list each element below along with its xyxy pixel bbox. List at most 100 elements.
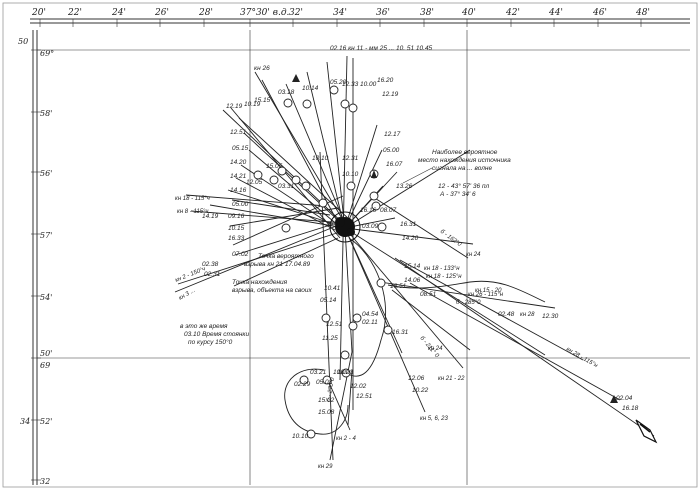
- lat-label: 69: [40, 361, 50, 370]
- annotation: 10.22: [412, 387, 429, 394]
- annotation: 08.07: [380, 207, 397, 214]
- buoy-markers: [292, 74, 618, 403]
- annotation: 16.31: [392, 329, 409, 336]
- annotation: 12.05: [246, 179, 263, 186]
- lat-label: 34: [20, 417, 30, 426]
- annotation: кн 26: [254, 65, 270, 72]
- longitude-ticks: [39, 19, 642, 27]
- annotation: кн 28: [520, 312, 535, 318]
- lon-label: 24': [111, 8, 126, 18]
- lat-label: 56': [40, 169, 52, 178]
- annotation: кн 15 - 20: [475, 288, 502, 294]
- annotation: 03.09: [362, 223, 379, 230]
- note-text: Точка вероятного: [258, 253, 314, 260]
- note-text: взрыва кн 21 17.04.89: [244, 261, 311, 268]
- annotation: 10.15: [228, 225, 245, 232]
- note-text: взрыва, объекта на своих: [232, 286, 312, 294]
- annotation: 10.10: [292, 433, 309, 440]
- note-text: 12 - 43° 57' 36 пл: [438, 182, 490, 190]
- annotation: 07.02: [232, 251, 249, 258]
- annotation: 03.18: [278, 89, 295, 96]
- annotation: 10.19: [244, 101, 261, 108]
- annotation: 12.51: [356, 393, 373, 400]
- annotation: 12.33: [342, 81, 359, 88]
- annotation: 14.21: [230, 173, 247, 180]
- annotation: кн 5, 6, 23: [420, 416, 448, 422]
- annotation: 02.31: [204, 271, 221, 278]
- lat-label: 32: [40, 477, 50, 486]
- annotation: 16.07: [386, 161, 403, 168]
- lon-label: 26': [154, 8, 169, 18]
- annotation: 10.02: [333, 369, 350, 376]
- annotation: 02.16 кн 11 - мм 25 ... 10. 51 10.45: [330, 45, 433, 52]
- annotation: 10.41: [324, 285, 341, 292]
- lat-label: 69°: [40, 49, 54, 58]
- annotation: 16.33: [228, 235, 245, 242]
- lon-label: 20': [31, 8, 46, 18]
- annotation: 05.20: [330, 79, 347, 86]
- annotation: 15.05: [266, 163, 283, 170]
- track-labels: 02.16 кн 11 - мм 25 ... 10. 51 10.45 кн …: [202, 45, 639, 440]
- annotation: 02.48: [498, 311, 515, 318]
- annotation: 15.14: [404, 263, 421, 270]
- note-text: сигнала на ... волне: [432, 165, 492, 172]
- annotation: 02.38: [202, 261, 219, 268]
- annotation: 12.19: [382, 91, 399, 98]
- lon-label: 32': [289, 8, 303, 18]
- annotation: кн 26 - 115°н: [468, 292, 504, 298]
- lat-label: 58': [40, 109, 52, 118]
- lat-label: 50: [18, 37, 28, 46]
- lon-label: 42': [505, 8, 520, 18]
- lon-label: 46': [592, 8, 607, 18]
- annotation: 12.31: [342, 155, 359, 162]
- notes: Наиболее вероятное место нахождения исто…: [180, 148, 511, 346]
- lon-label: 34': [333, 8, 347, 18]
- annotation: 10.03: [337, 369, 354, 376]
- annotation: 05.15: [232, 145, 249, 152]
- annotation: 05.03: [316, 379, 333, 386]
- annotation: 10.00: [360, 81, 377, 88]
- position-markers: [253, 85, 393, 439]
- bearing-text: б - 270°0: [326, 377, 336, 403]
- annotation: 12.17: [384, 131, 401, 138]
- grid-lines: [37, 30, 690, 485]
- annotation: 09.16: [228, 213, 245, 220]
- annotation: 16.18: [622, 405, 639, 412]
- annotation: 14.06: [404, 277, 421, 284]
- lon-label: 37°30' в.д.: [240, 8, 290, 18]
- annotation: 12.51: [326, 321, 343, 328]
- annotation: 14.16: [230, 187, 247, 194]
- lon-label: 36': [376, 8, 390, 18]
- annotation: 11.25: [322, 335, 338, 342]
- annotation: 10.14: [302, 85, 319, 92]
- lat-label: 52': [40, 417, 52, 426]
- annotation: 02.11: [362, 319, 378, 326]
- annotation: 15.15: [254, 97, 271, 104]
- annotation: 05.00: [383, 147, 400, 154]
- lon-label: 44': [548, 8, 563, 18]
- track-paths: [284, 237, 546, 435]
- lat-label: 50': [40, 349, 52, 358]
- ship-icon: [635, 419, 658, 444]
- lon-label: 38': [420, 8, 434, 18]
- annotation: 16.51: [390, 283, 407, 290]
- annotation: 15.08: [318, 409, 335, 416]
- lat-label: 57': [40, 231, 52, 240]
- annotation: 05.14: [320, 297, 337, 304]
- latitude-scale: 50 69° 58' 56' 57' 54' 50' 69 52' 34 32: [18, 30, 54, 486]
- annotation: кн 18 - 125°н: [426, 274, 462, 280]
- annotation: кн 18 - 115°ч: [175, 196, 210, 202]
- note-text: А - 37° 34' 6: [439, 190, 476, 198]
- annotation: 12.19: [226, 103, 243, 110]
- bearing-text: б - 285°0: [456, 300, 481, 306]
- annotation: кн 24: [428, 346, 443, 352]
- note-text: 03.10 Время стоянки: [184, 331, 249, 338]
- lon-label: 40': [461, 8, 476, 18]
- longitude-scale: 20' 22' 24' 26' 28' 37°30' в.д. 32' 34' …: [30, 8, 690, 27]
- annotation: кн 24: [466, 252, 481, 258]
- lon-label: 22': [67, 8, 82, 18]
- annotation: 03.21: [310, 369, 327, 376]
- lat-label: 54': [40, 293, 52, 302]
